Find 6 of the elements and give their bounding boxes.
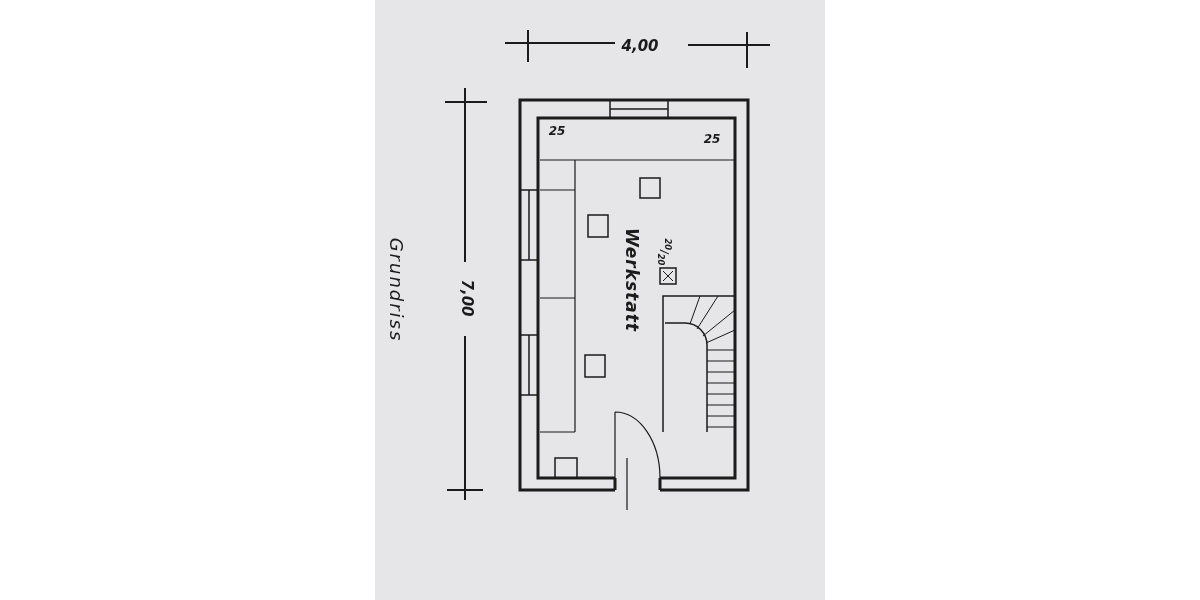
wall-thickness-label: 25 — [548, 125, 566, 137]
wall-thickness-label: 25 — [703, 133, 721, 145]
plan-title: Grundriss — [387, 237, 405, 343]
dimension-label: 4,00 — [621, 38, 659, 54]
dimension-label: 7,00 — [458, 279, 474, 317]
room-label: Werkstatt — [622, 228, 640, 332]
